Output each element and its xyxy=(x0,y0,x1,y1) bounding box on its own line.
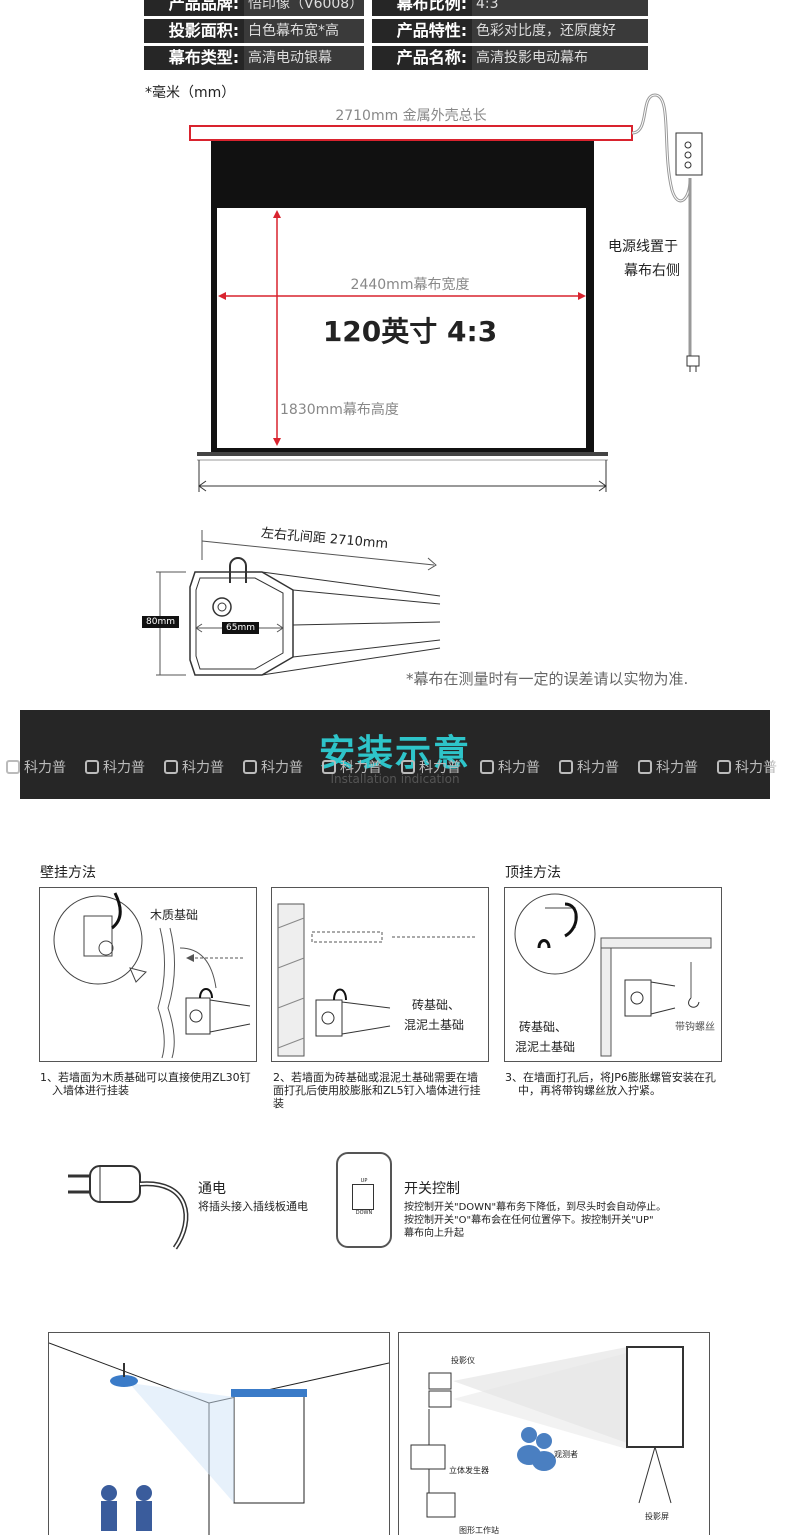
watermark: 科力普 xyxy=(79,755,158,779)
banner-subtitle: Installation indication xyxy=(330,772,460,786)
switch-desc-2: 按控制开关"O"幕布会在任何位置停下。按控制开关"UP" xyxy=(404,1215,654,1226)
power-plug-icon xyxy=(68,1165,189,1250)
caption-brick-1: 2、若墙面为砖基础或混泥土基础需要在墙 xyxy=(273,1071,478,1084)
screen-height-label: 1830mm幕布高度 xyxy=(280,402,399,418)
check-icon xyxy=(243,760,257,774)
caption-wood-2: 入墙体进行挂装 xyxy=(52,1084,129,1097)
wood-label: 木质基础 xyxy=(150,908,199,922)
switch-toggle xyxy=(352,1184,374,1210)
hook-screw-label: 带钩螺丝 xyxy=(675,1022,715,1033)
install-panel-wood: 木质基础 xyxy=(39,887,257,1062)
stereo-scene-illustration xyxy=(410,1346,684,1518)
switch-up-label: UP xyxy=(360,1178,368,1184)
spec-label-brand: 产品品牌: xyxy=(144,0,264,16)
unit-note: *毫米（mm） xyxy=(145,85,236,101)
room-scene-illustration xyxy=(48,1342,390,1535)
brick-label-1a: 砖基础、 xyxy=(412,998,461,1012)
stereo-generator-label: 立体发生器 xyxy=(449,1466,489,1475)
banner-title: 安装示意 xyxy=(318,733,471,774)
power-desc: 将插头接入插线板通电 xyxy=(198,1200,308,1213)
watermark-row: 科力普 科力普 科力普 科力普 科力普 科力普 科力普 科力普 科力普 科力普 xyxy=(0,755,790,779)
check-icon xyxy=(717,760,731,774)
ceiling-mount-title: 顶挂方法 xyxy=(505,865,561,881)
check-icon xyxy=(480,760,494,774)
caption-brick-3: 装 xyxy=(273,1097,284,1110)
switch-desc-1: 按控制开关"DOWN"幕布务下降低，到尽头时会自动停止。 xyxy=(404,1202,667,1213)
install-panel-ceiling: 砖基础、 混泥土基础 带钩螺丝 xyxy=(504,887,722,1062)
projector-label: 投影仪 xyxy=(451,1356,475,1365)
screen-dimension-diagram xyxy=(156,93,703,676)
width-65-label: 65mm xyxy=(222,622,259,634)
watermark: 科力普 xyxy=(553,755,632,779)
stereo-scene-panel: 投影仪 立体发生器 观测者 图形工作站 投影屏 xyxy=(398,1332,710,1535)
wall-switch: UP DOWN xyxy=(336,1152,392,1248)
brick-label-1b: 混泥土基础 xyxy=(404,1018,465,1032)
height-80-label: 80mm xyxy=(142,616,179,628)
check-icon xyxy=(322,760,336,774)
spec-value-name: 高清投影电动幕布 xyxy=(472,46,648,70)
projection-screen-label: 投影屏 xyxy=(645,1512,669,1521)
spec-value-feature: 色彩对比度，还原度好 xyxy=(472,19,648,43)
housing-length-label: 2710mm 金属外壳总长 xyxy=(335,108,487,124)
viewer-label: 观测者 xyxy=(554,1450,578,1459)
caption-ceiling-1: 3、在墙面打孔后，将JP6膨胀螺管安装在孔 xyxy=(505,1071,716,1084)
watermark: 科力普 xyxy=(0,755,79,779)
switch-desc-3: 幕布向上升起 xyxy=(404,1228,464,1239)
watermark: 科力普 xyxy=(474,755,553,779)
caption-brick-2: 面打孔后使用胶膨胀和ZL5钉入墙体进行挂 xyxy=(273,1084,481,1097)
workstation-label: 图形工作站 xyxy=(459,1526,499,1535)
spec-value-ratio: 4:3 xyxy=(472,0,648,16)
spec-label-ratio: 幕布比例: xyxy=(372,0,492,16)
switch-title: 开关控制 xyxy=(404,1181,460,1197)
power-note-1: 电源线置于 xyxy=(608,239,678,255)
brick-label-2a: 砖基础、 xyxy=(519,1020,568,1034)
power-title: 通电 xyxy=(198,1181,226,1197)
watermark: 科力普 xyxy=(237,755,316,779)
switch-down-label: DOWN xyxy=(355,1210,373,1216)
check-icon xyxy=(164,760,178,774)
brick-mount-illustration xyxy=(277,903,477,1057)
spec-value-type: 高清电动银幕 xyxy=(244,46,364,70)
spec-value-area: 白色幕布宽*高 xyxy=(244,19,364,43)
caption-ceiling-2: 中，再将带钩螺丝放入拧紧。 xyxy=(518,1084,661,1097)
install-banner xyxy=(20,710,770,799)
wall-mount-title: 壁挂方法 xyxy=(40,865,96,881)
ceiling-mount-illustration xyxy=(514,893,712,1057)
screen-width-label: 2440mm幕布宽度 xyxy=(350,277,470,293)
caption-wood-1: 1、若墙面为木质基础可以直接使用ZL30钉 xyxy=(40,1071,251,1084)
brick-label-2b: 混泥土基础 xyxy=(515,1040,576,1054)
watermark: 科力普 xyxy=(632,755,711,779)
size-ratio-label: 120英寸 4:3 xyxy=(322,315,498,348)
error-note: *幕布在测量时有一定的误差请以实物为准. xyxy=(406,670,689,688)
wood-mount-illustration xyxy=(53,892,251,1059)
check-icon xyxy=(559,760,573,774)
watermark: 科力普 xyxy=(711,755,790,779)
check-icon xyxy=(6,760,20,774)
install-panel-brick: 砖基础、 混泥土基础 xyxy=(271,887,489,1062)
check-icon xyxy=(638,760,652,774)
check-icon xyxy=(85,760,99,774)
power-note-2: 幕布右侧 xyxy=(624,263,680,279)
check-icon xyxy=(401,760,415,774)
watermark: 科力普 xyxy=(316,755,395,779)
watermark: 科力普 xyxy=(158,755,237,779)
spec-value-brand: 悟印像（V6008） xyxy=(244,0,364,16)
room-scene-panel xyxy=(48,1332,390,1535)
watermark: 科力普 xyxy=(395,755,474,779)
